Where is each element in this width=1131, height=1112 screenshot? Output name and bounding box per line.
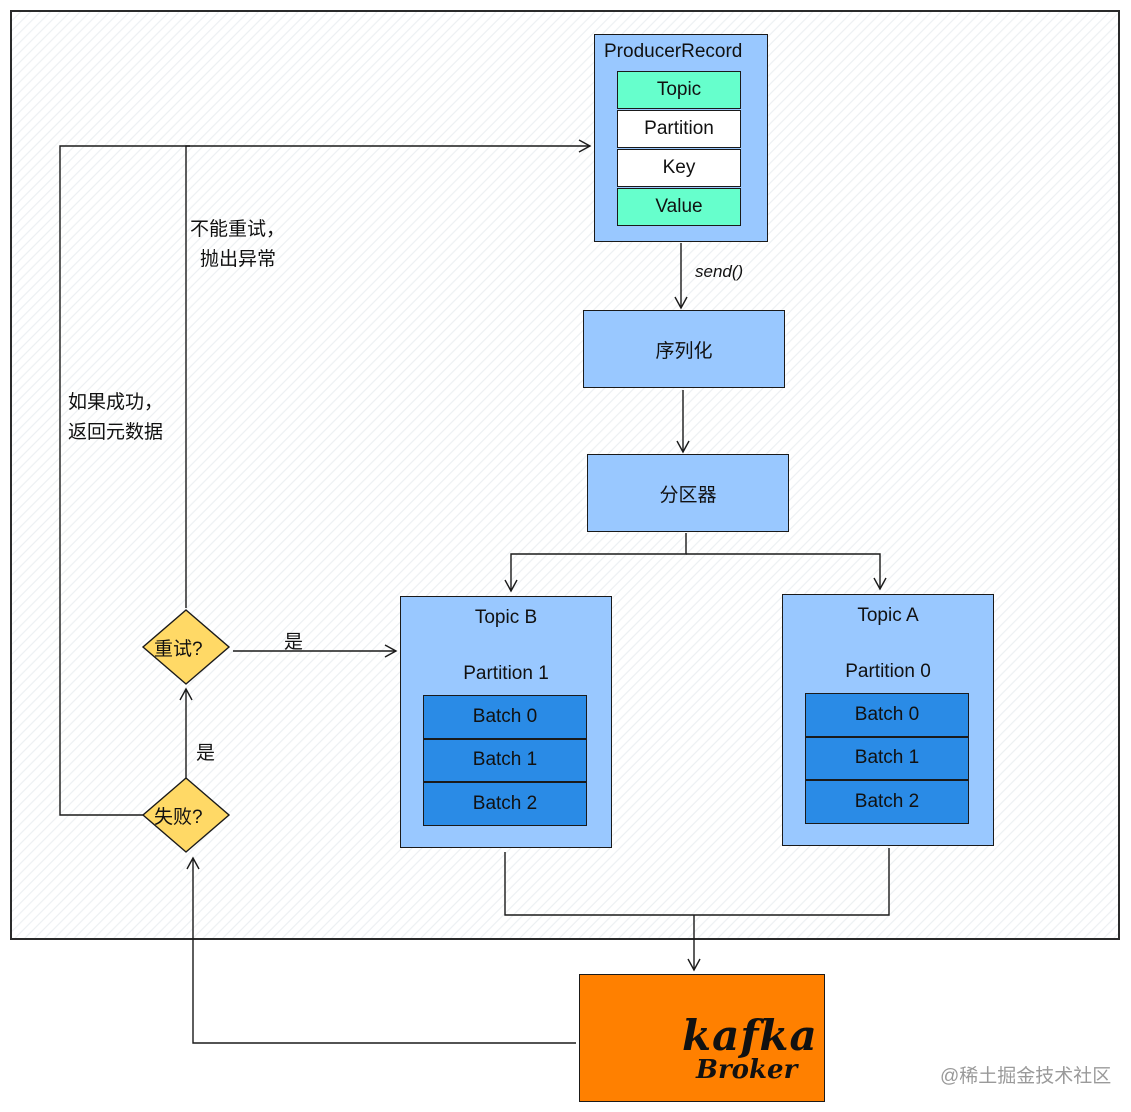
topic-a-batches: Batch 0 Batch 1 Batch 2 (805, 693, 969, 824)
arrow-broker-to-failed (186, 856, 576, 1044)
retry-decision-label: 重试? (154, 639, 203, 660)
field-topic: Topic (617, 71, 741, 109)
topic-b-box: Topic B Partition 1 Batch 0 Batch 1 Batc… (400, 596, 612, 848)
no-retry-note-line1: 不能重试， (190, 219, 286, 240)
producer-record-title: ProducerRecord (604, 41, 743, 62)
retry-decision (141, 609, 231, 685)
failed-decision (141, 777, 231, 853)
topic-a-partition: Partition 0 (845, 661, 931, 682)
producer-record: ProducerRecord Topic Partition Key Value (594, 34, 768, 242)
failed-yes-label: 是 (196, 743, 216, 764)
line-success-to-record (59, 145, 190, 816)
send-label: send() (695, 262, 744, 281)
batch-item: Batch 1 (805, 736, 969, 781)
line-topics-to-broker (504, 848, 890, 916)
success-note-line2: 返回元数据 (68, 422, 164, 443)
broker-label: Broker (696, 1055, 798, 1085)
field-value: Value (617, 188, 741, 226)
serializer-box: 序列化 (583, 310, 785, 388)
topic-b-title: Topic B (474, 607, 538, 628)
success-note-line1: 如果成功， (68, 392, 164, 413)
batch-item: Batch 0 (423, 695, 587, 739)
batch-item: Batch 2 (805, 780, 969, 824)
batch-item: Batch 1 (423, 738, 587, 783)
no-retry-note-line2: 抛出异常 (200, 249, 277, 270)
watermark: @稀土掘金技术社区 (940, 1066, 1112, 1087)
batch-item: Batch 2 (423, 782, 587, 826)
failed-decision-label: 失败? (154, 807, 203, 828)
topic-b-partition: Partition 1 (463, 663, 549, 684)
kafka-logo-text: kafka (682, 1011, 818, 1060)
field-key: Key (617, 149, 741, 187)
partitioner-box: 分区器 (587, 454, 789, 532)
topic-b-batches: Batch 0 Batch 1 Batch 2 (423, 695, 587, 826)
branch-partitioner (504, 533, 687, 593)
kafka-broker-box: kafka Broker (579, 974, 825, 1102)
topic-a-title: Topic A (857, 605, 919, 626)
field-partition: Partition (617, 110, 741, 148)
retry-yes-label: 是 (284, 632, 304, 653)
topic-a-box: Topic A Partition 0 Batch 0 Batch 1 Batc… (782, 594, 994, 846)
arrow-to-topic-a (686, 553, 887, 591)
batch-item: Batch 0 (805, 693, 969, 737)
